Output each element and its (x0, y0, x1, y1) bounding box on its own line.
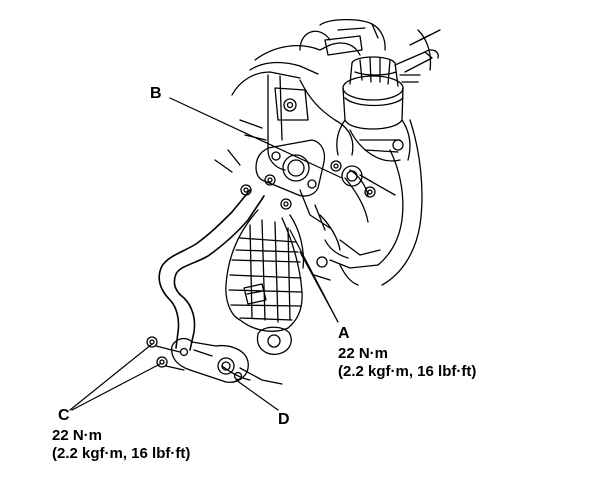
callout-b-label: B (150, 85, 162, 102)
egr-pipe (158, 189, 265, 351)
callout-c-label: C (58, 407, 70, 424)
lower-flange (146, 336, 249, 383)
callout-d-label: D (278, 411, 290, 428)
callout-a-alt-units: (2.2 kgf·m, 16 lbf·ft) (338, 363, 477, 380)
leader-lines (69, 97, 343, 411)
callout-c-torque: 22 N·m (52, 427, 103, 444)
engine-block-outline (214, 42, 423, 286)
exhaust-converter-outline (221, 209, 303, 385)
upper-flange (240, 139, 376, 210)
callout-a-label: A (338, 325, 350, 342)
callout-a-torque: 22 N·m (338, 345, 389, 362)
callout-c-alt-units: (2.2 kgf·m, 16 lbf·ft) (52, 445, 191, 462)
egr-valve (299, 18, 441, 162)
